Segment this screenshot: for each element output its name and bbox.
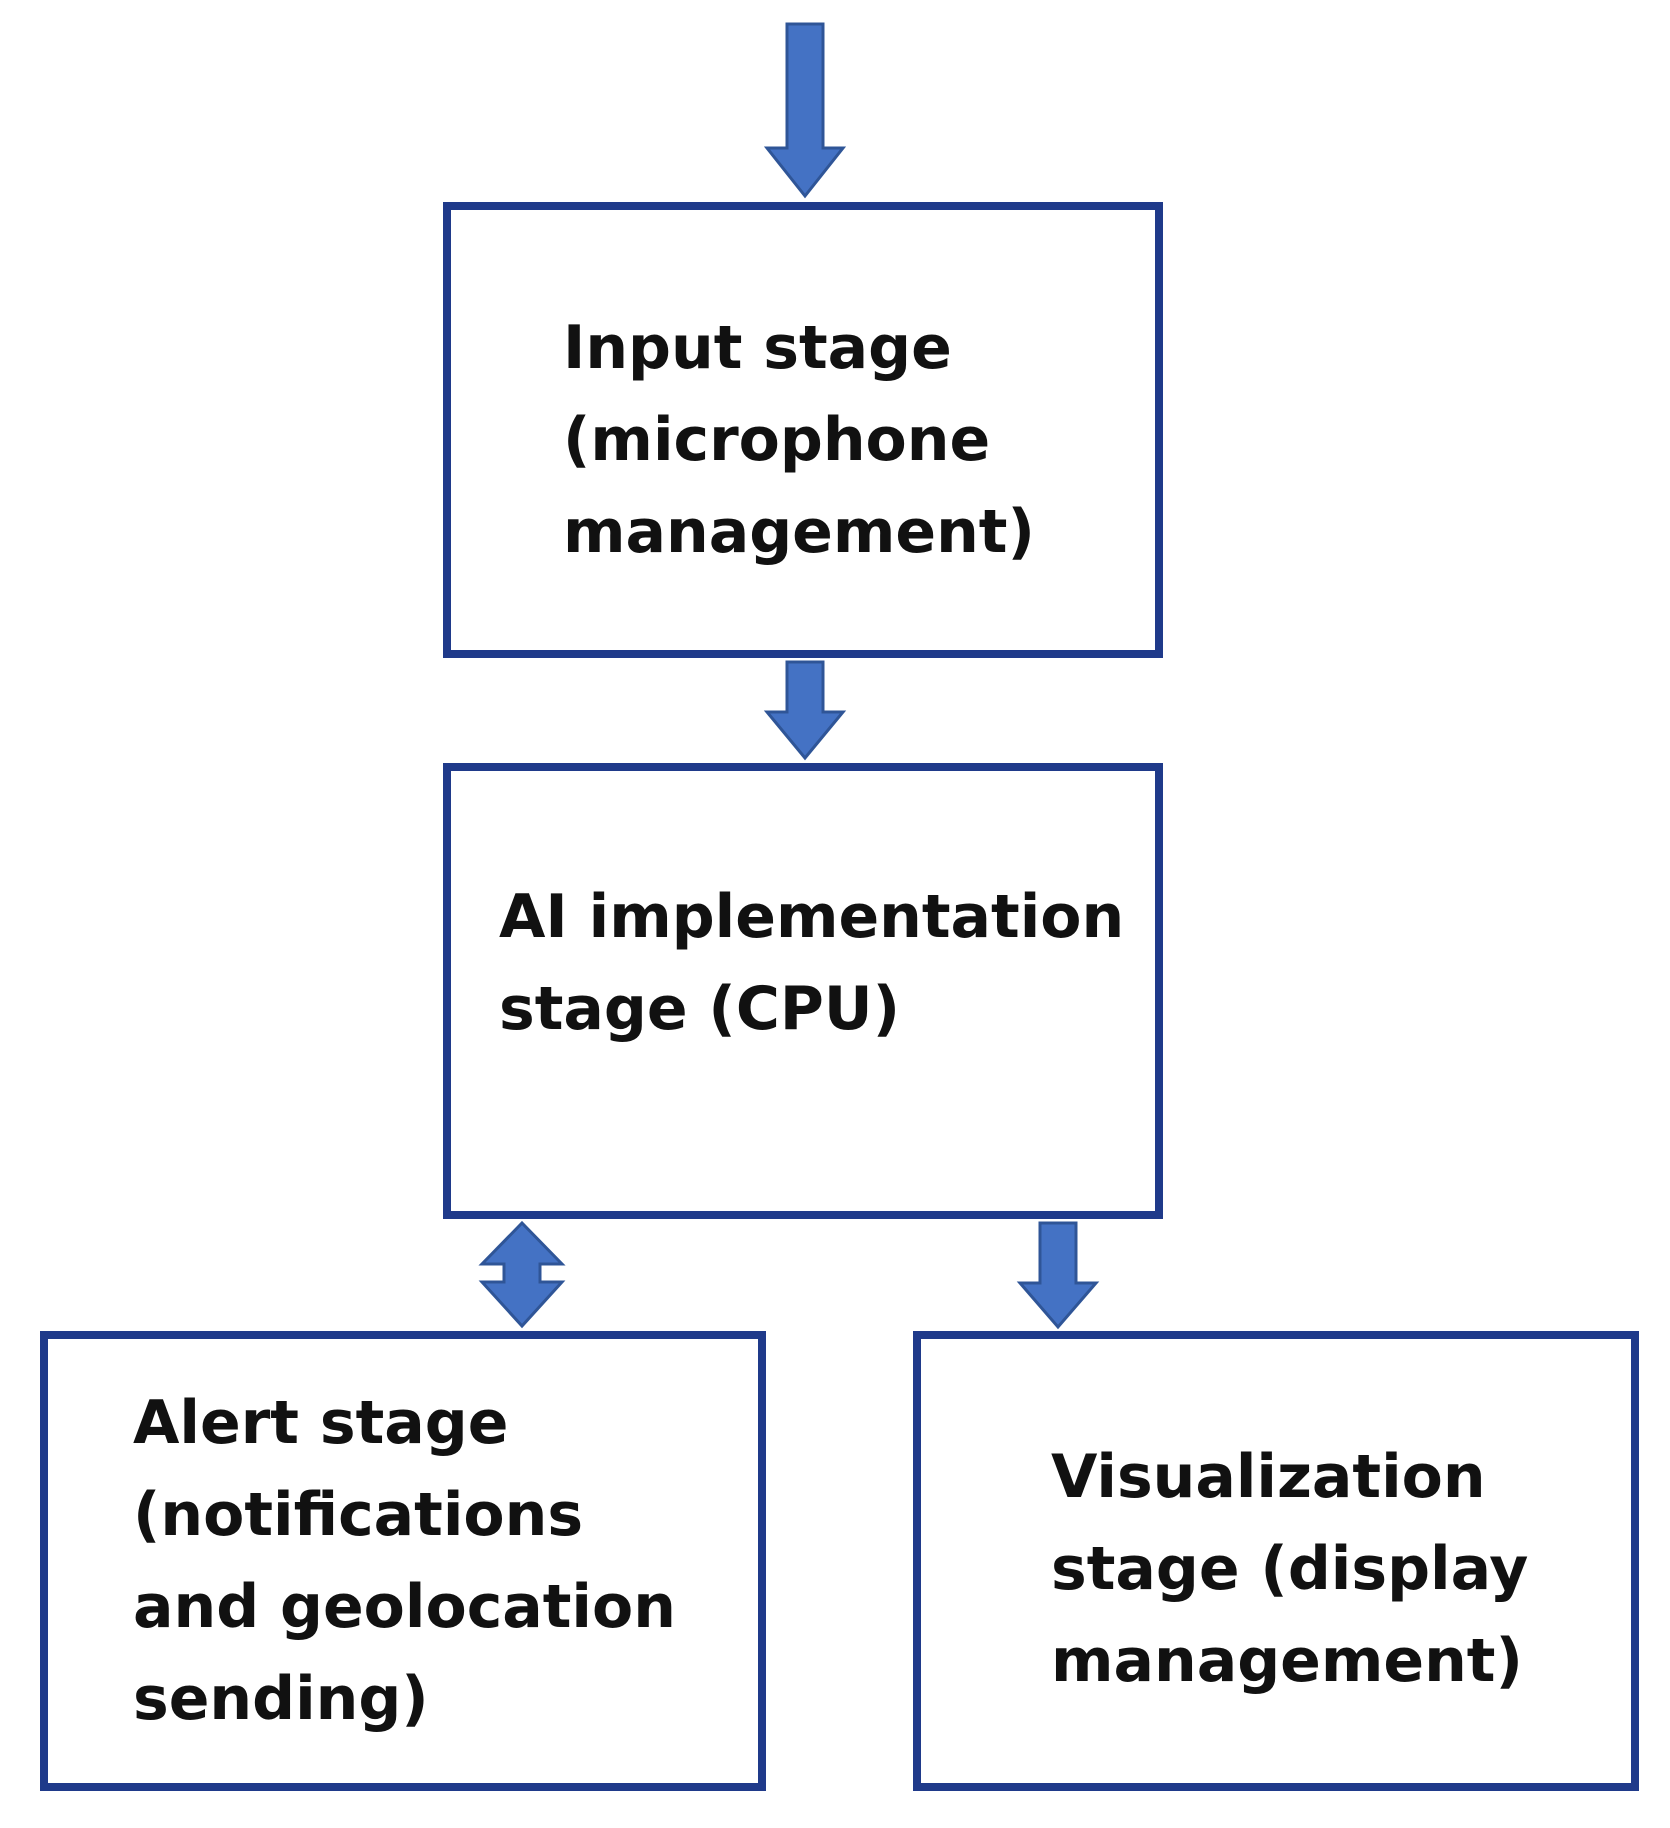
visualization-stage-label: Visualization stage (display management) xyxy=(1051,1431,1528,1707)
arrow-into-input-stage xyxy=(763,22,847,199)
visualization-stage-box: Visualization stage (display management) xyxy=(913,1331,1639,1791)
ai-stage-line: stage (CPU) xyxy=(499,974,900,1044)
input-stage-line: Input stage xyxy=(563,313,952,383)
ai-implementation-stage-box: AI implementation stage (CPU) xyxy=(443,763,1163,1219)
input-stage-line: (microphone xyxy=(563,405,991,475)
ai-stage-line: AI implementation xyxy=(499,882,1125,952)
ai-stage-label: AI implementation stage (CPU) xyxy=(499,871,1124,1055)
input-stage-label: Input stage (microphone management) xyxy=(563,302,1035,578)
alert-stage-line: and geolocation xyxy=(133,1572,676,1642)
input-stage-line: management) xyxy=(563,497,1035,567)
visualization-stage-line: Visualization xyxy=(1051,1442,1486,1512)
visualization-stage-line: management) xyxy=(1051,1626,1523,1696)
alert-stage-label: Alert stage (notifications and geolocati… xyxy=(133,1377,676,1745)
alert-stage-box: Alert stage (notifications and geolocati… xyxy=(40,1331,766,1791)
alert-stage-line: sending) xyxy=(133,1664,429,1734)
visualization-stage-line: stage (display xyxy=(1051,1534,1529,1604)
arrow-input-to-ai xyxy=(763,660,847,761)
input-stage-box: Input stage (microphone management) xyxy=(443,202,1163,658)
alert-stage-line: (notifications xyxy=(133,1480,584,1550)
arrow-ai-alert-bidirectional xyxy=(478,1220,566,1329)
arrow-ai-to-visualization xyxy=(1016,1221,1100,1330)
alert-stage-line: Alert stage xyxy=(133,1388,509,1458)
